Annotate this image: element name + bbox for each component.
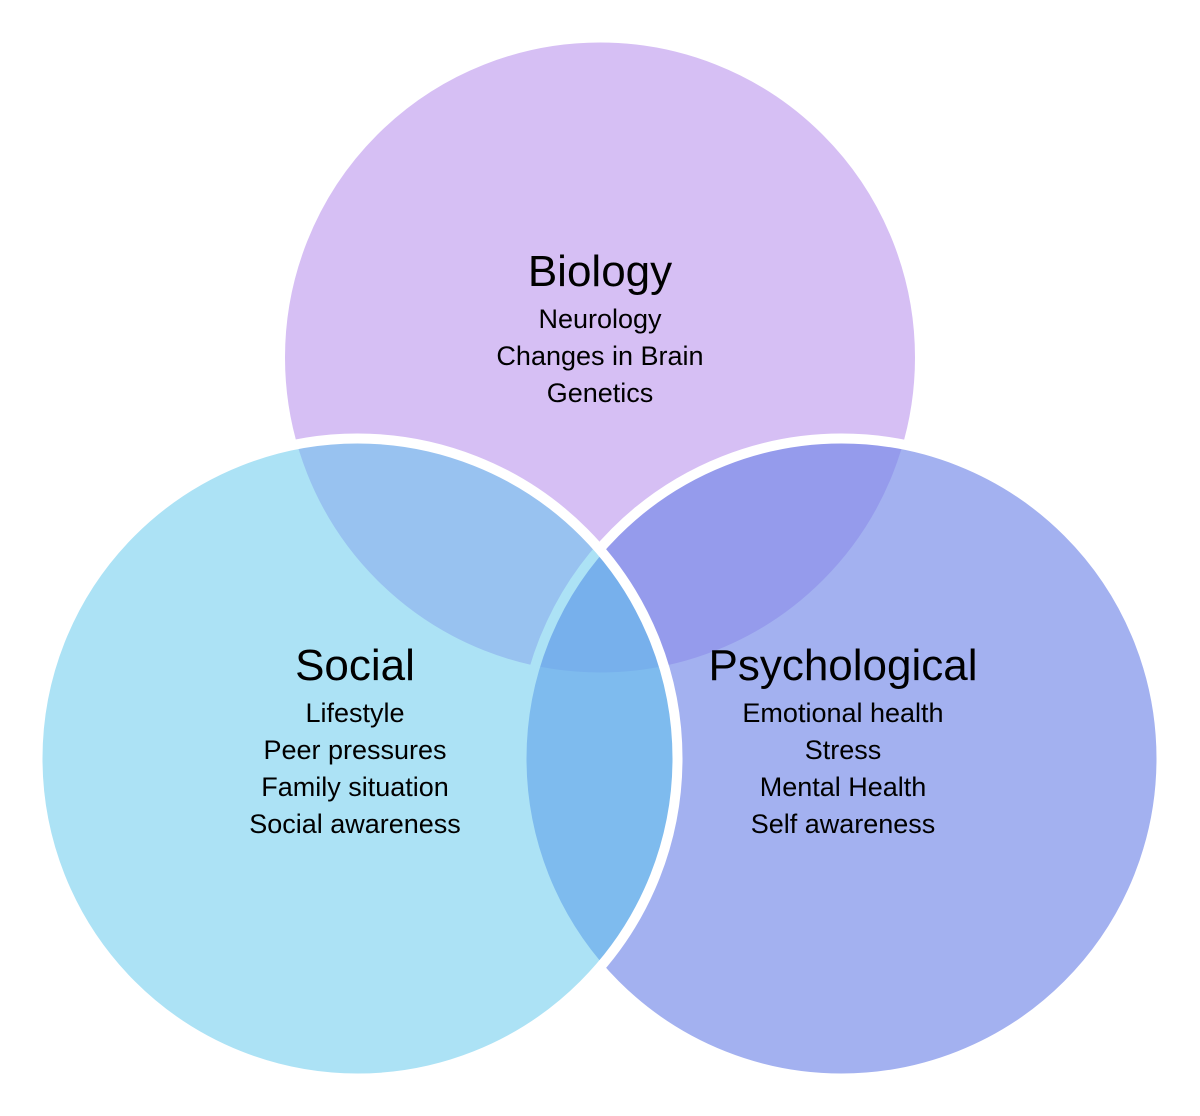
biology-title: Biology — [527, 247, 673, 296]
psychological-item: Emotional health — [742, 698, 944, 728]
social-title: Social — [295, 641, 415, 690]
psychological-title: Psychological — [708, 641, 978, 690]
social-item: Family situation — [261, 772, 449, 802]
social-item: Peer pressures — [263, 735, 447, 765]
biology-item: Changes in Brain — [496, 341, 704, 371]
social-circle — [32, 433, 683, 1084]
psychological-item: Self awareness — [750, 809, 936, 839]
social-label-group: Social Lifestyle Peer pressures Family s… — [249, 643, 461, 843]
biology-item: Neurology — [538, 304, 662, 334]
psychological-items: Emotional health Stress Mental Health Se… — [708, 695, 977, 843]
social-items: Lifestyle Peer pressures Family situatio… — [249, 695, 461, 843]
biology-items: Neurology Changes in Brain Genetics — [496, 301, 703, 412]
biology-label-group: Biology Neurology Changes in Brain Genet… — [496, 249, 703, 412]
psychological-item: Stress — [804, 735, 882, 765]
social-item: Lifestyle — [305, 698, 405, 728]
biology-item: Genetics — [546, 378, 654, 408]
psychological-label-group: Psychological Emotional health Stress Me… — [708, 643, 977, 843]
social-item: Social awareness — [249, 809, 461, 839]
psychological-item: Mental Health — [759, 772, 927, 802]
